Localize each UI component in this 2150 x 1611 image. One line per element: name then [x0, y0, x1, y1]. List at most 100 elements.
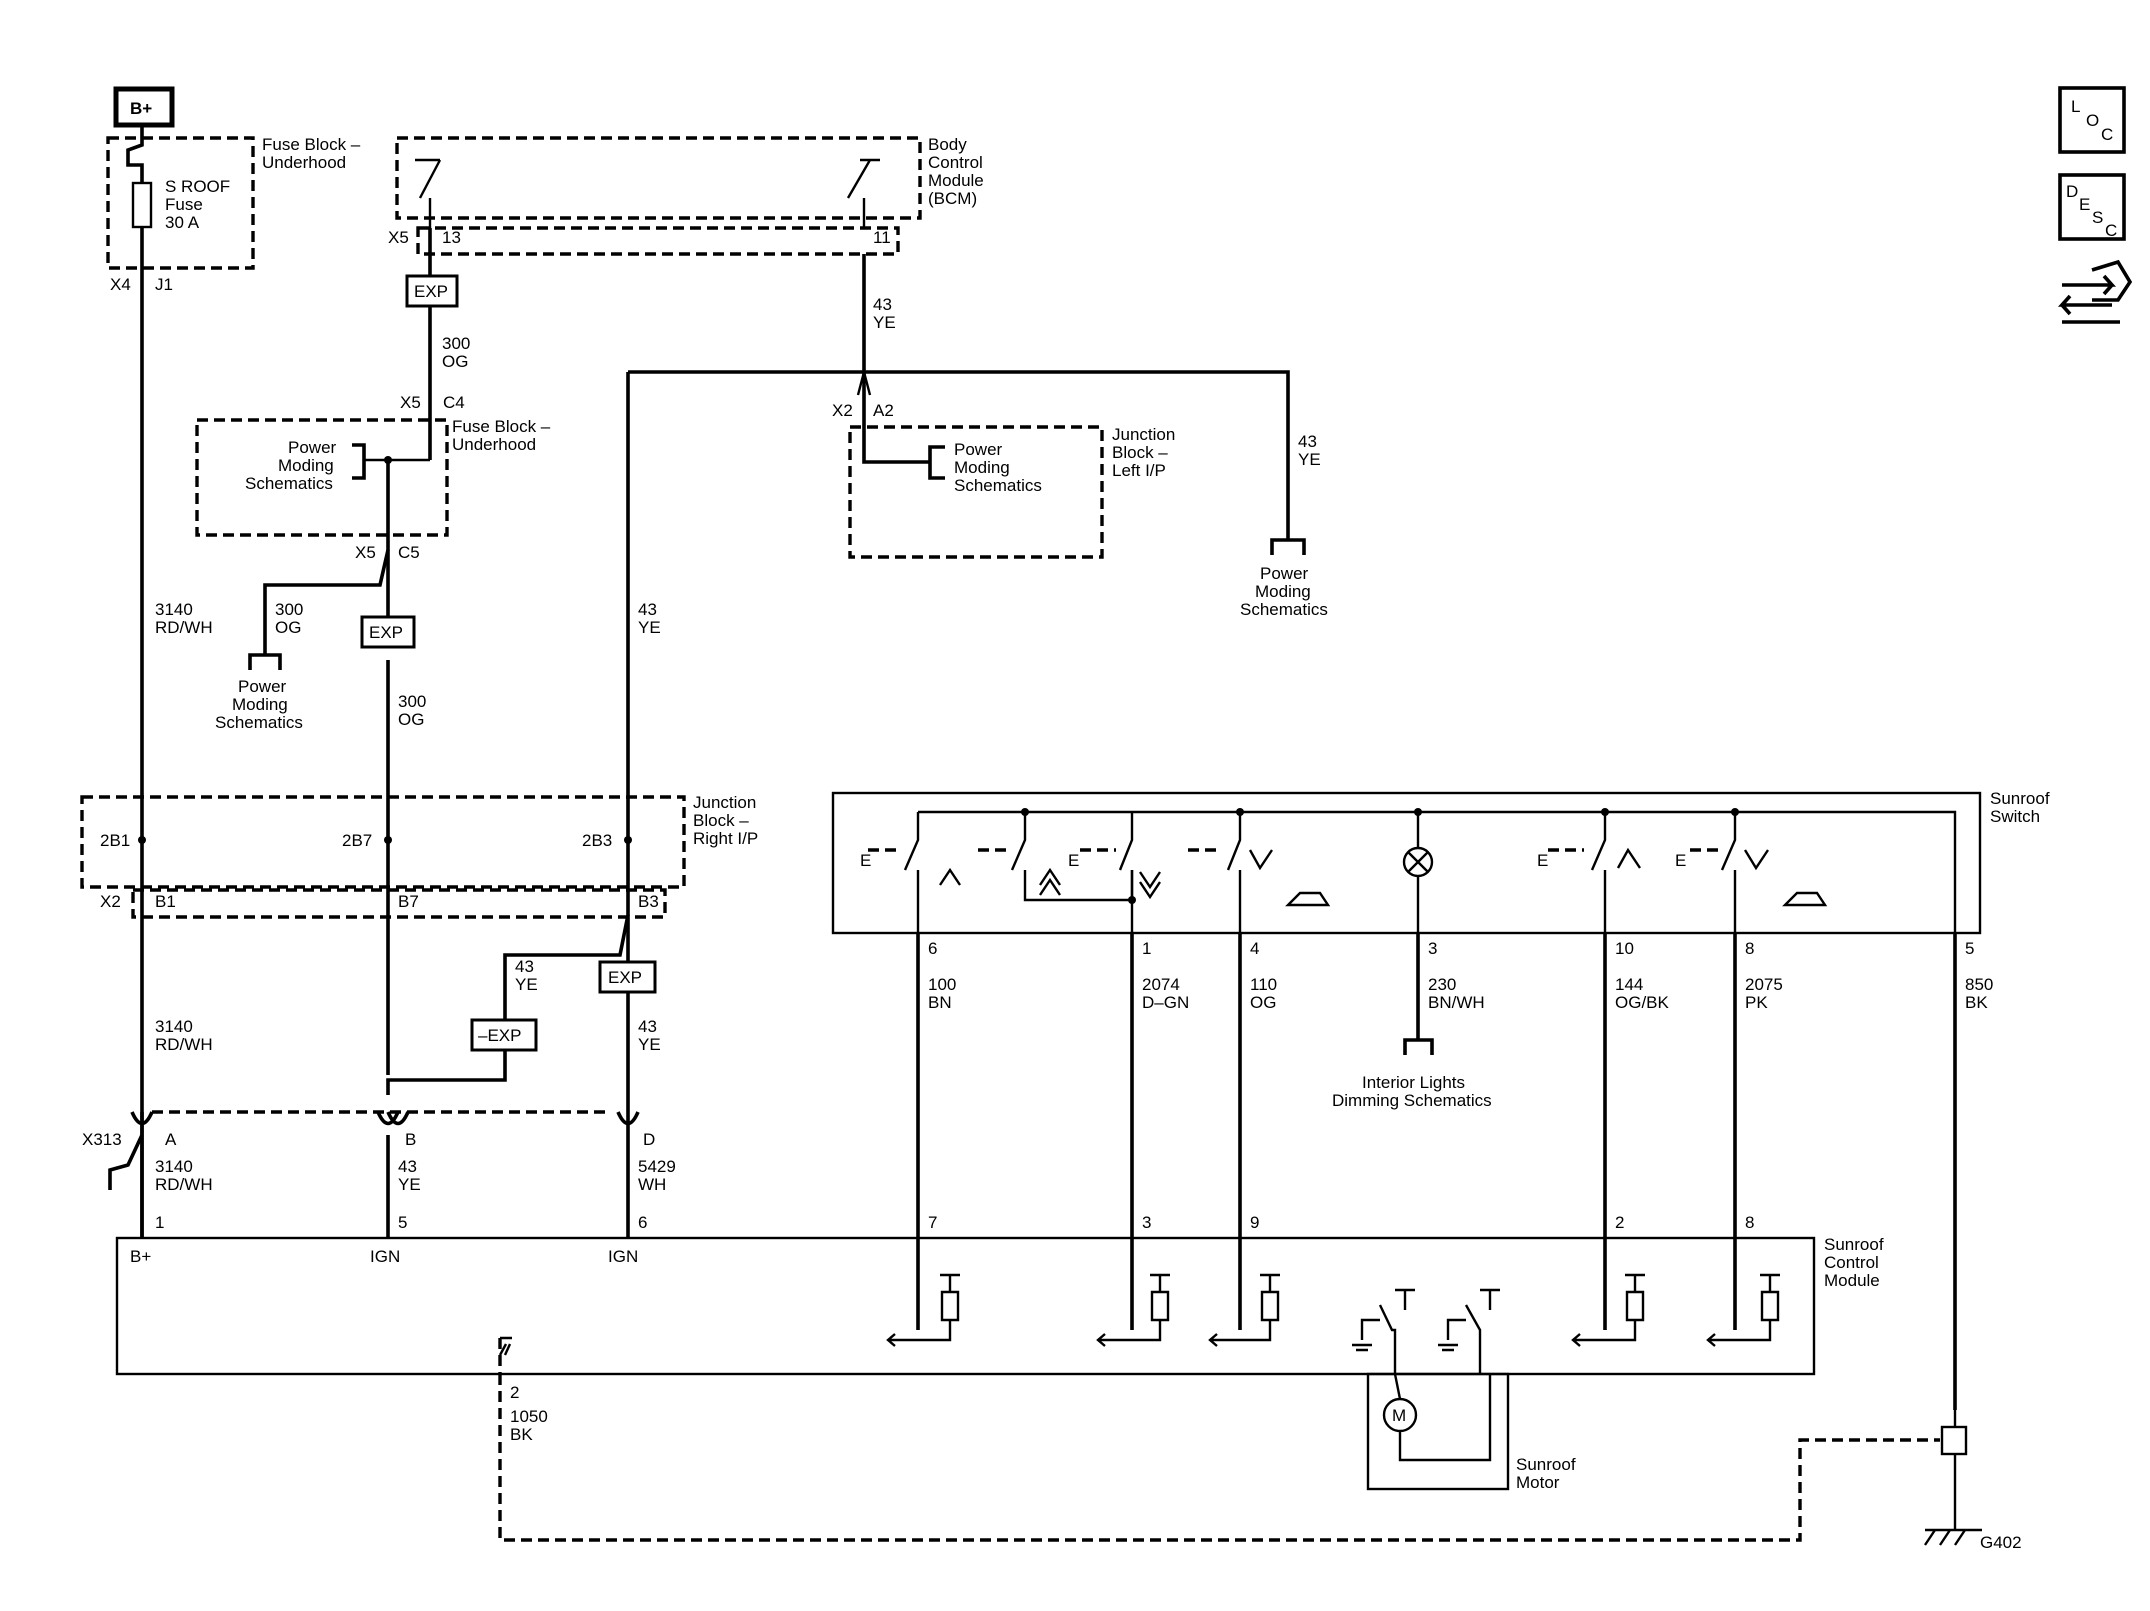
svg-text:100: 100 — [928, 975, 956, 994]
svg-text:230: 230 — [1428, 975, 1456, 994]
svg-text:E: E — [2079, 195, 2090, 214]
svg-text:OG/BK: OG/BK — [1615, 993, 1670, 1012]
conn-j1: J1 — [155, 275, 173, 294]
svg-text:M: M — [1392, 1406, 1406, 1425]
motor-relays — [1352, 1288, 1500, 1360]
svg-text:B+: B+ — [130, 1247, 151, 1266]
svg-text:S: S — [2092, 208, 2103, 227]
fuse-block-underhood-top — [106, 136, 255, 270]
junction-left-label: Junction Block – Left I/P — [1112, 425, 1175, 480]
svg-text:BK: BK — [510, 1425, 533, 1444]
pin-c4: C4 — [443, 393, 465, 412]
svg-text:S ROOF: S ROOF — [165, 177, 230, 196]
svg-text:YE: YE — [873, 313, 896, 332]
svg-text:Sunroof: Sunroof — [1516, 1455, 1576, 1474]
svg-text:Power: Power — [238, 677, 287, 696]
wire-label-og: OG — [442, 352, 468, 371]
ground-g402: G402 — [1924, 1410, 2022, 1552]
svg-text:1: 1 — [155, 1213, 164, 1232]
power-moding-in-fuse-block: Power Moding Schematics — [245, 438, 386, 493]
svg-text:X313: X313 — [82, 1130, 122, 1149]
junction-block-left — [848, 425, 1104, 559]
pin-c5: C5 — [398, 543, 420, 562]
power-moding-left: Power Moding Schematics — [215, 653, 303, 732]
svg-text:6: 6 — [928, 939, 937, 958]
exp-upper: EXP — [405, 274, 459, 308]
svg-text:G402: G402 — [1980, 1533, 2022, 1552]
svg-text:43: 43 — [1298, 432, 1317, 451]
svg-text:Control: Control — [1824, 1253, 1879, 1272]
svg-text:X2: X2 — [832, 401, 853, 420]
svg-text:L: L — [2071, 97, 2080, 116]
svg-text:E: E — [1068, 851, 1079, 870]
fuse-block-mid-label: Fuse Block – Underhood — [452, 417, 551, 454]
svg-text:O: O — [2086, 111, 2099, 130]
pin-13: 13 — [442, 228, 461, 247]
svg-text:EXP: EXP — [414, 282, 448, 301]
sunroof-motor-box — [1366, 1372, 1510, 1491]
svg-text:Block –: Block – — [693, 811, 749, 830]
svg-text:IGN: IGN — [370, 1247, 400, 1266]
svg-text:RD/WH: RD/WH — [155, 1035, 213, 1054]
svg-text:9: 9 — [1250, 1213, 1259, 1232]
svg-text:A2: A2 — [873, 401, 894, 420]
fuse-block-label: Fuse Block – Underhood — [262, 135, 361, 172]
svg-text:EXP: EXP — [608, 968, 642, 987]
svg-text:7: 7 — [928, 1213, 937, 1232]
svg-text:3: 3 — [1428, 939, 1437, 958]
svg-text:D: D — [2066, 182, 2078, 201]
bcm-box — [395, 136, 922, 220]
conn-x5-bcm: X5 — [388, 228, 409, 247]
interior-lights-label: Interior Lights Dimming Schematics — [1332, 1073, 1492, 1110]
conn-x5-c5: X5 — [355, 543, 376, 562]
svg-text:IGN: IGN — [608, 1247, 638, 1266]
power-moding-in-jb-left: Power Moding Schematics — [862, 420, 1042, 495]
svg-text:Sunroof: Sunroof — [1990, 789, 2050, 808]
svg-text:Fuse Block –: Fuse Block – — [262, 135, 361, 154]
switch-bus — [918, 810, 1957, 933]
bcm-label: Body Control Module (BCM) — [928, 135, 984, 208]
bcm-connector-x5 — [416, 226, 900, 256]
svg-text:BK: BK — [1965, 993, 1988, 1012]
sunroof-switch-box — [831, 791, 1982, 935]
svg-text:5: 5 — [398, 1213, 407, 1232]
svg-text:43: 43 — [873, 295, 892, 314]
svg-text:Right I/P: Right I/P — [693, 829, 758, 848]
svg-text:110: 110 — [1250, 975, 1277, 994]
svg-text:Fuse Block –: Fuse Block – — [452, 417, 551, 436]
svg-text:Moding: Moding — [1255, 582, 1311, 601]
svg-text:43: 43 — [638, 600, 657, 619]
svg-text:3140: 3140 — [155, 1017, 193, 1036]
svg-text:Sunroof: Sunroof — [1824, 1235, 1884, 1254]
svg-text:OG: OG — [275, 618, 301, 637]
svg-text:Power: Power — [954, 440, 1003, 459]
svg-text:Schematics: Schematics — [215, 713, 303, 732]
loc-icon[interactable]: L O C — [2058, 86, 2126, 154]
desc-icon[interactable]: D E S C — [2058, 173, 2126, 241]
svg-text:Moding: Moding — [954, 458, 1010, 477]
sunroof-motor-label: Sunroof Motor — [1516, 1455, 1576, 1492]
s-roof-fuse: S ROOF Fuse 30 A — [131, 177, 230, 232]
sunroof-control-module — [115, 1236, 1816, 1376]
svg-text:Schematics: Schematics — [245, 474, 333, 493]
svg-text:4: 4 — [1250, 939, 1259, 958]
svg-text:WH: WH — [638, 1175, 666, 1194]
svg-text:YE: YE — [398, 1175, 421, 1194]
junction-block-right — [80, 795, 686, 889]
navigation-arrows-icon[interactable] — [2057, 259, 2133, 324]
svg-text:Underhood: Underhood — [452, 435, 536, 454]
conn-x4: X4 — [110, 275, 131, 294]
svg-text:850: 850 — [1965, 975, 1993, 994]
svg-text:Power: Power — [288, 438, 337, 457]
svg-text:OG: OG — [1250, 993, 1276, 1012]
svg-text:E: E — [1537, 851, 1548, 870]
svg-text:A: A — [165, 1130, 177, 1149]
power-moding-right: Power Moding Schematics — [1240, 538, 1328, 619]
wire-43-ye-down — [386, 372, 630, 1095]
svg-text:2: 2 — [510, 1383, 519, 1402]
svg-text:43: 43 — [398, 1157, 417, 1176]
svg-text:1050: 1050 — [510, 1407, 548, 1426]
svg-text:E: E — [860, 851, 871, 870]
svg-text:Fuse: Fuse — [165, 195, 203, 214]
